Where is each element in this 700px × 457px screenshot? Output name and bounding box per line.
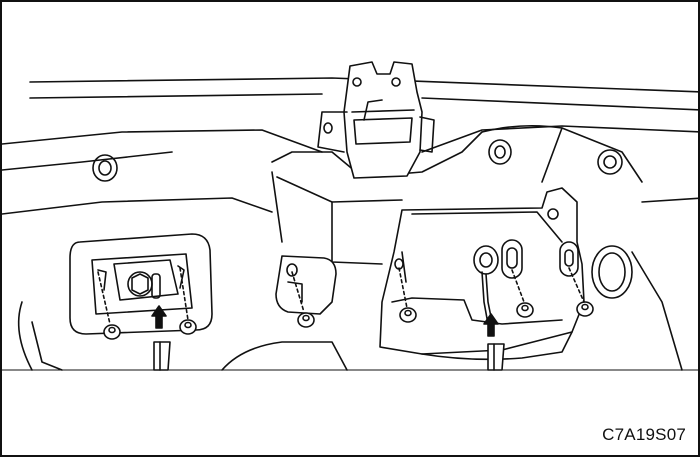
bolt-1 — [103, 324, 121, 340]
bolts — [103, 301, 594, 340]
middle-bracket — [275, 255, 337, 315]
panel-holes — [92, 139, 633, 299]
left-striker-assembly — [69, 233, 213, 335]
right-latch-plate — [379, 187, 585, 355]
bolt-4 — [399, 307, 417, 323]
bolt-3 — [297, 312, 315, 328]
right-latch-bolt-arrow — [483, 313, 499, 337]
bolt-6 — [576, 301, 594, 317]
rear-panel-outline — [2, 77, 698, 371]
trunk-lid-latch — [317, 61, 435, 179]
fastener-guides — [97, 267, 585, 325]
tool-handles — [153, 341, 505, 371]
callout-arrows — [151, 305, 499, 337]
bolt-5 — [516, 302, 534, 318]
left-striker-bolt-arrow — [151, 305, 167, 329]
figure-code: C7A19S07 — [602, 425, 686, 444]
bolt-2 — [179, 319, 197, 335]
